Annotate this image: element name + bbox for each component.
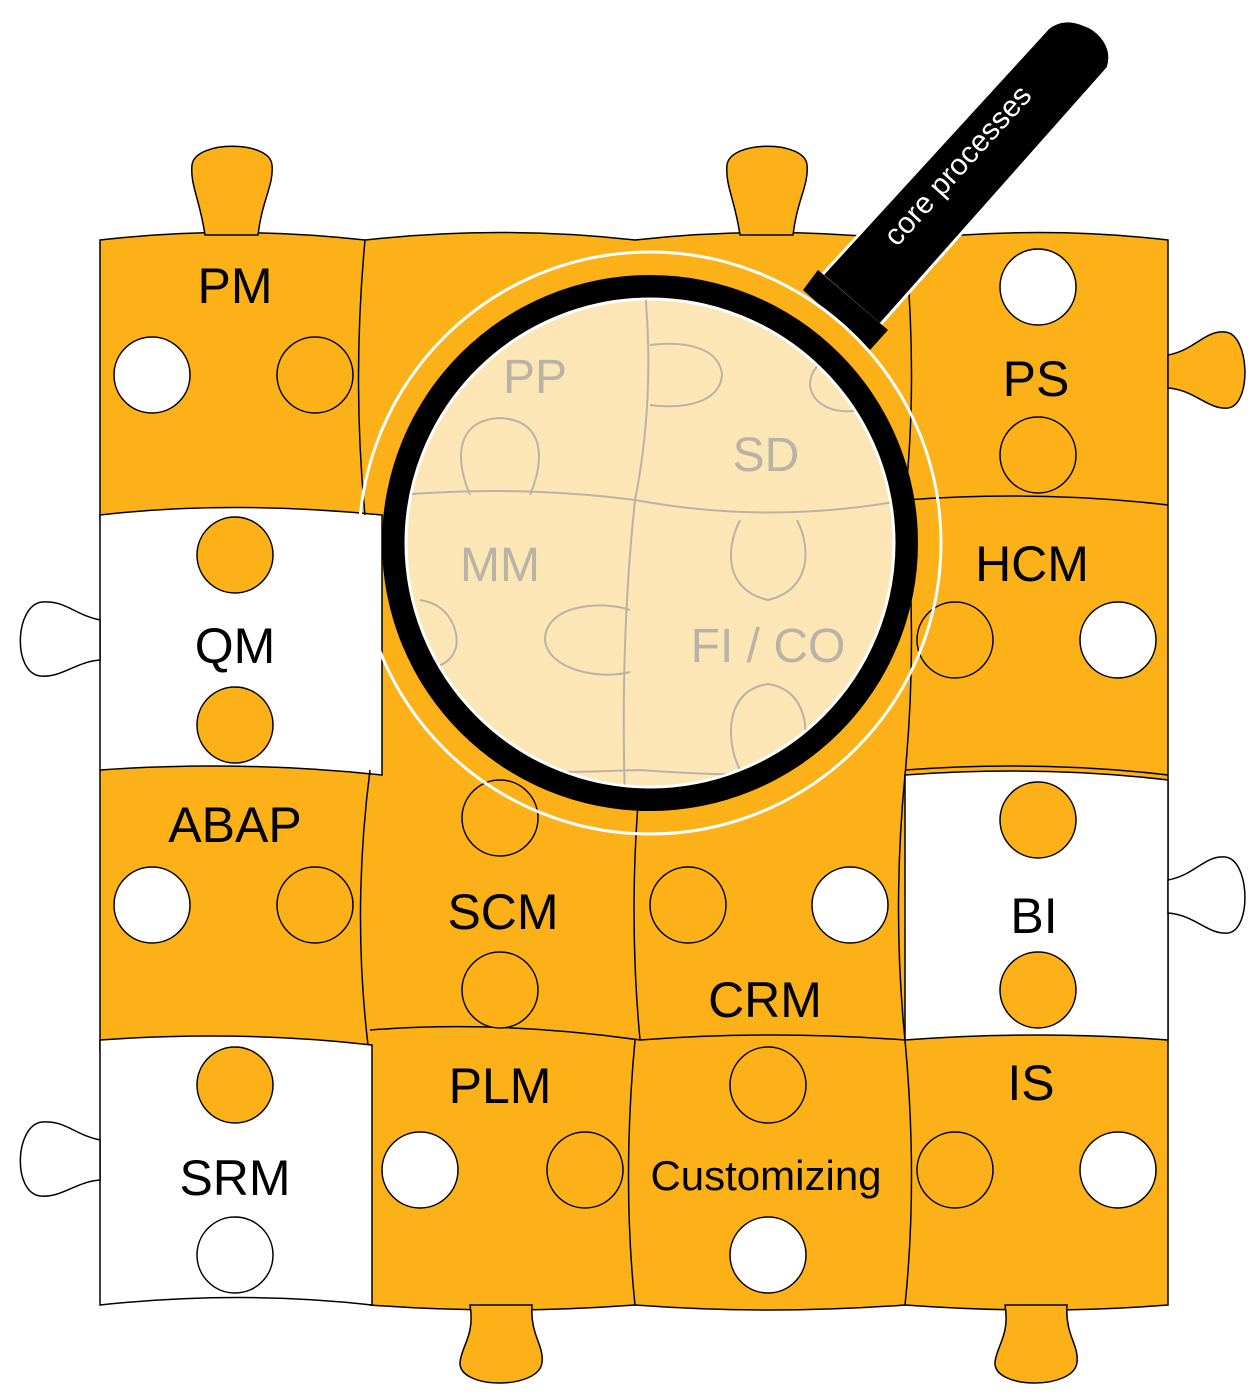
knob [994, 1304, 1078, 1384]
piece-qm-shape [99, 506, 383, 776]
label-abap: ABAP [168, 797, 301, 853]
knob [999, 951, 1077, 1029]
label-sd: SD [733, 429, 800, 482]
label-pp: PP [503, 351, 567, 404]
knob [546, 1131, 624, 1209]
knob [461, 779, 539, 857]
knob [729, 1216, 807, 1294]
knob [729, 1046, 807, 1124]
knob [1167, 331, 1246, 409]
knob [461, 951, 539, 1029]
knob [19, 601, 101, 677]
piece-srm-shape [99, 1035, 373, 1306]
knob [113, 336, 191, 414]
label-ps: PS [1003, 351, 1070, 407]
lens-glass [404, 297, 896, 789]
knob [19, 1121, 101, 1197]
knob [381, 1131, 459, 1209]
knob [999, 416, 1077, 494]
knob [113, 866, 191, 944]
knob [276, 336, 354, 414]
knob [811, 866, 889, 944]
knob [196, 686, 274, 764]
lens-ring-outline [357, 250, 943, 836]
label-bi: BI [1010, 888, 1057, 944]
label-scm: SCM [447, 884, 558, 940]
knob [191, 145, 273, 236]
magnifier-lens: PP SD MM FI / CO [357, 250, 943, 836]
knob [276, 866, 354, 944]
knob [459, 1304, 543, 1384]
label-mm: MM [460, 539, 540, 592]
label-srm: SRM [179, 1150, 290, 1206]
knob [916, 1131, 994, 1209]
label-plm: PLM [449, 1058, 552, 1114]
label-customizing: Customizing [650, 1152, 881, 1199]
knob [196, 1216, 274, 1294]
label-qm: QM [195, 618, 276, 674]
knob [1079, 601, 1157, 679]
label-is: IS [1007, 1055, 1054, 1111]
label-fico: FI / CO [691, 620, 846, 673]
label-hcm: HCM [975, 536, 1089, 592]
knob [196, 1046, 274, 1124]
knob [726, 145, 808, 236]
label-pm: PM [198, 258, 273, 314]
knob [916, 601, 994, 679]
knob [1079, 1131, 1157, 1209]
knob [999, 781, 1077, 859]
knob [999, 248, 1077, 326]
label-crm: CRM [708, 972, 822, 1028]
knob [649, 866, 727, 944]
outer-labels: PM PS QM HCM ABAP SCM BI CRM PLM IS SRM … [168, 258, 1089, 1206]
knob [196, 516, 274, 594]
knob [1167, 856, 1246, 934]
piece-bi-shape [904, 770, 1169, 1041]
